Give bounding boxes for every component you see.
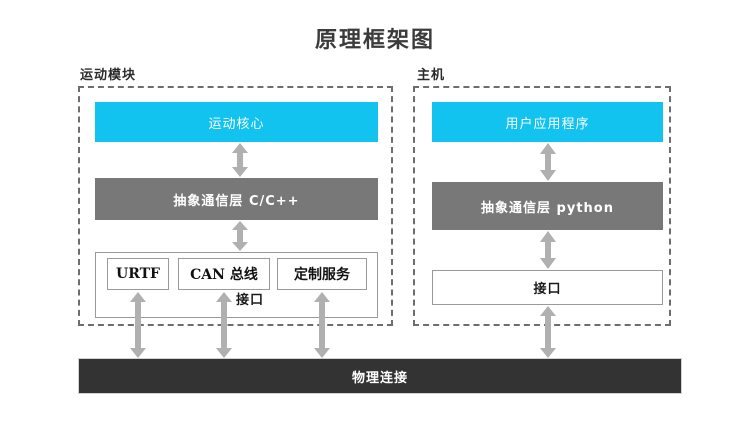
arrow-urtf-to-physical-link bbox=[128, 292, 148, 358]
block-motion-abstraction-label: 抽象通信层 C/C++ bbox=[173, 193, 300, 209]
block-interface-can-bus[interactable]: CAN 总线 bbox=[178, 258, 270, 290]
block-host-interface[interactable]: 接口 bbox=[432, 270, 663, 305]
group-label-host: 主机 bbox=[417, 68, 446, 83]
arrow-can-bus-to-physical-link bbox=[214, 292, 234, 358]
arrow-host-abstraction-to-interface bbox=[538, 231, 558, 269]
block-interface-urtf-label: URTF bbox=[116, 266, 160, 282]
block-interface-can-bus-label: CAN 总线 bbox=[190, 267, 258, 283]
block-host-interface-label: 接口 bbox=[533, 282, 562, 297]
arrow-custom-service-to-physical-link bbox=[312, 292, 332, 358]
arrow-host-interface-to-physical-link bbox=[538, 306, 558, 358]
block-motion-interface-label: 接口 bbox=[235, 293, 264, 308]
arrow-motion-abstraction-to-interface bbox=[230, 221, 250, 251]
block-motion-core-label: 运动核心 bbox=[208, 116, 265, 132]
block-host-abstraction-layer[interactable]: 抽象通信层 python bbox=[432, 182, 663, 230]
group-label-motion-module: 运动模块 bbox=[80, 68, 137, 83]
block-interface-custom-service-label: 定制服务 bbox=[294, 267, 350, 283]
block-interface-urtf[interactable]: URTF bbox=[107, 258, 169, 290]
block-motion-abstraction-layer[interactable]: 抽象通信层 C/C++ bbox=[95, 178, 378, 220]
block-physical-link-label: 物理连接 bbox=[351, 370, 408, 386]
block-host-abstraction-label: 抽象通信层 python bbox=[481, 200, 614, 216]
block-host-user-application-label: 用户应用程序 bbox=[505, 116, 590, 132]
block-host-user-application[interactable]: 用户应用程序 bbox=[432, 102, 663, 142]
module-frame-host bbox=[413, 86, 671, 326]
arrow-host-app-to-abstraction bbox=[538, 143, 558, 181]
block-physical-link[interactable]: 物理连接 bbox=[78, 358, 682, 394]
module-frame-motion bbox=[78, 86, 393, 326]
block-interface-custom-service[interactable]: 定制服务 bbox=[277, 258, 367, 290]
arrow-motion-core-to-abstraction bbox=[230, 143, 250, 177]
page-title: 原理框架图 bbox=[314, 28, 435, 53]
block-motion-core[interactable]: 运动核心 bbox=[95, 102, 378, 142]
